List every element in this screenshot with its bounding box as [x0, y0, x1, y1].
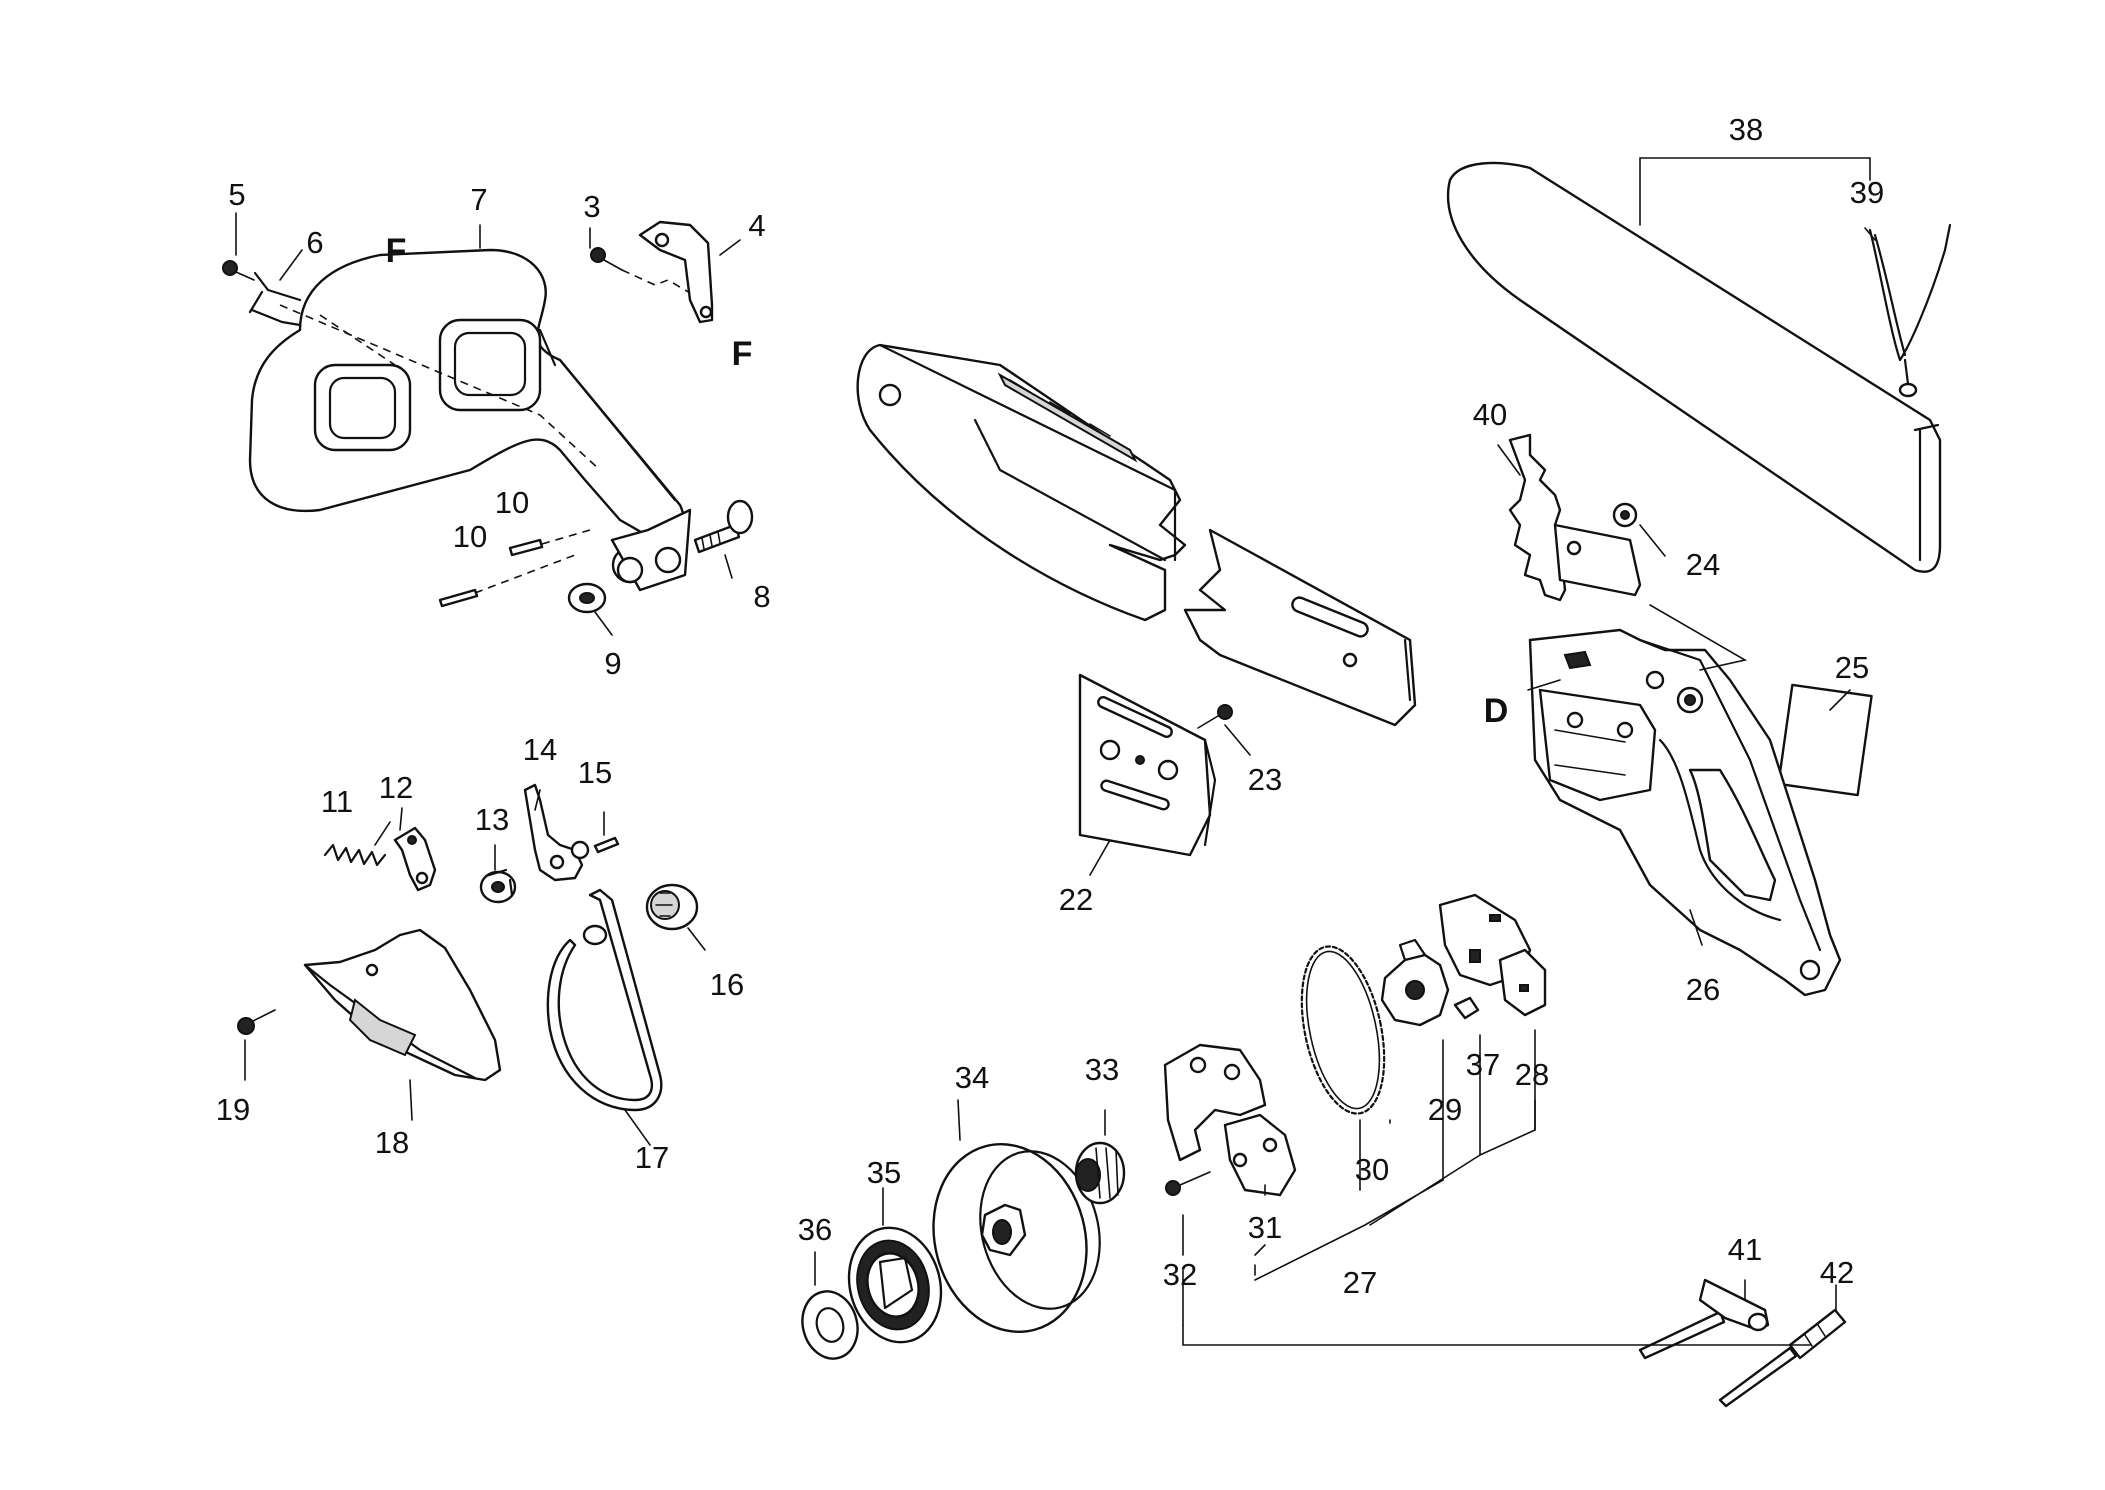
- part-22-side-plate: [1078, 673, 1217, 857]
- reference-d: D: [1484, 692, 1509, 730]
- callout-18: 18: [375, 1125, 409, 1160]
- reference-letters: F F D: [386, 232, 1509, 730]
- part-39-strap: [1868, 223, 1952, 398]
- part-14-lever-plate: [523, 783, 590, 882]
- callout-16: 16: [710, 967, 744, 1002]
- part-34-clutch-drum: [932, 1143, 1101, 1333]
- part-3-screw: [590, 247, 703, 301]
- part-17-brake-band: [546, 888, 663, 1112]
- part-29-hub: [1380, 938, 1450, 1027]
- part-23-screw: [1197, 704, 1233, 729]
- callout-17: 17: [635, 1140, 669, 1175]
- part-7-guard-cover: [248, 248, 692, 592]
- callout-33: 33: [1085, 1052, 1119, 1087]
- part-18-brake-cover: [303, 928, 502, 1082]
- callout-13: 13: [475, 802, 509, 837]
- callout-6: 6: [306, 225, 323, 260]
- callout-25: 25: [1835, 650, 1869, 685]
- part-42-screwdriver: [1718, 1308, 1847, 1408]
- callout-5: 5: [228, 177, 245, 212]
- callout-10a: 10: [453, 519, 487, 554]
- part-41-wrench: [1638, 1278, 1770, 1360]
- callout-numbers: 3 4 5 6 7 8 9 10 10 11 12 13 14 15 16 17…: [216, 112, 1884, 1300]
- callout-12: 12: [379, 770, 413, 805]
- reference-f-bracket: F: [732, 335, 753, 373]
- part-4-bracket: [638, 220, 714, 324]
- callout-23: 23: [1248, 762, 1282, 797]
- part-33-needle-bearing: [1074, 1141, 1126, 1205]
- part-11-spring: [323, 843, 387, 867]
- part-32-screw: [1165, 1171, 1211, 1196]
- callout-32: 32: [1163, 1257, 1197, 1292]
- part-24-nut: [1612, 502, 1638, 528]
- callout-40: 40: [1473, 397, 1507, 432]
- part-9-nut: [567, 582, 607, 614]
- callout-14: 14: [523, 732, 557, 767]
- part-40-chain-catcher: [1508, 433, 1642, 602]
- callout-28: 28: [1515, 1057, 1549, 1092]
- leader-lines: [235, 157, 1876, 1346]
- part-26-crankcase: [1528, 604, 1842, 997]
- guide-bar-front: [856, 343, 1187, 622]
- part-15-pin: [593, 836, 620, 854]
- callout-29: 29: [1428, 1092, 1462, 1127]
- part-30-spring: [1300, 945, 1386, 1115]
- callout-27: 27: [1343, 1265, 1377, 1300]
- part-19-screw: [237, 1009, 276, 1035]
- callout-4: 4: [748, 208, 765, 243]
- callout-42: 42: [1820, 1255, 1854, 1290]
- part-25-label: [1777, 683, 1873, 797]
- callout-36: 36: [798, 1212, 832, 1247]
- callout-7: 7: [470, 182, 487, 217]
- part-10-pins: [438, 529, 591, 608]
- callout-19: 19: [216, 1092, 250, 1127]
- callout-24: 24: [1686, 547, 1720, 582]
- part-35-rim-sprocket: [847, 1226, 943, 1344]
- part-6-clip: [248, 271, 302, 327]
- callout-11: 11: [321, 784, 353, 819]
- guide-bar-rear: [1183, 528, 1417, 727]
- part-12-lever: [393, 826, 437, 892]
- callout-37: 37: [1466, 1047, 1500, 1082]
- callout-30: 30: [1355, 1152, 1389, 1187]
- callout-9: 9: [604, 646, 621, 681]
- part-37-key: [1453, 996, 1480, 1020]
- callout-35: 35: [867, 1155, 901, 1190]
- callout-15: 15: [578, 755, 612, 790]
- part-31-clutch-shoes: [1163, 1043, 1297, 1197]
- part-8-bolt: [693, 499, 754, 554]
- callout-34: 34: [955, 1060, 989, 1095]
- callout-41: 41: [1728, 1232, 1762, 1267]
- callout-39: 39: [1850, 175, 1884, 210]
- callout-26: 26: [1686, 972, 1720, 1007]
- part-16-drum: [645, 883, 699, 931]
- callout-38: 38: [1729, 112, 1763, 147]
- part-28-plates: [1438, 893, 1547, 1017]
- callout-8: 8: [753, 579, 770, 614]
- part-38-bar-cover: [1446, 161, 1942, 573]
- part-13-bushing: [479, 868, 517, 904]
- part-36-washer: [801, 1290, 859, 1360]
- callout-22: 22: [1059, 882, 1093, 917]
- reference-f-top: F: [386, 232, 407, 270]
- callout-31: 31: [1248, 1210, 1282, 1245]
- part-5-screw: [222, 260, 255, 281]
- callout-3: 3: [583, 189, 600, 224]
- callout-10b: 10: [495, 485, 529, 520]
